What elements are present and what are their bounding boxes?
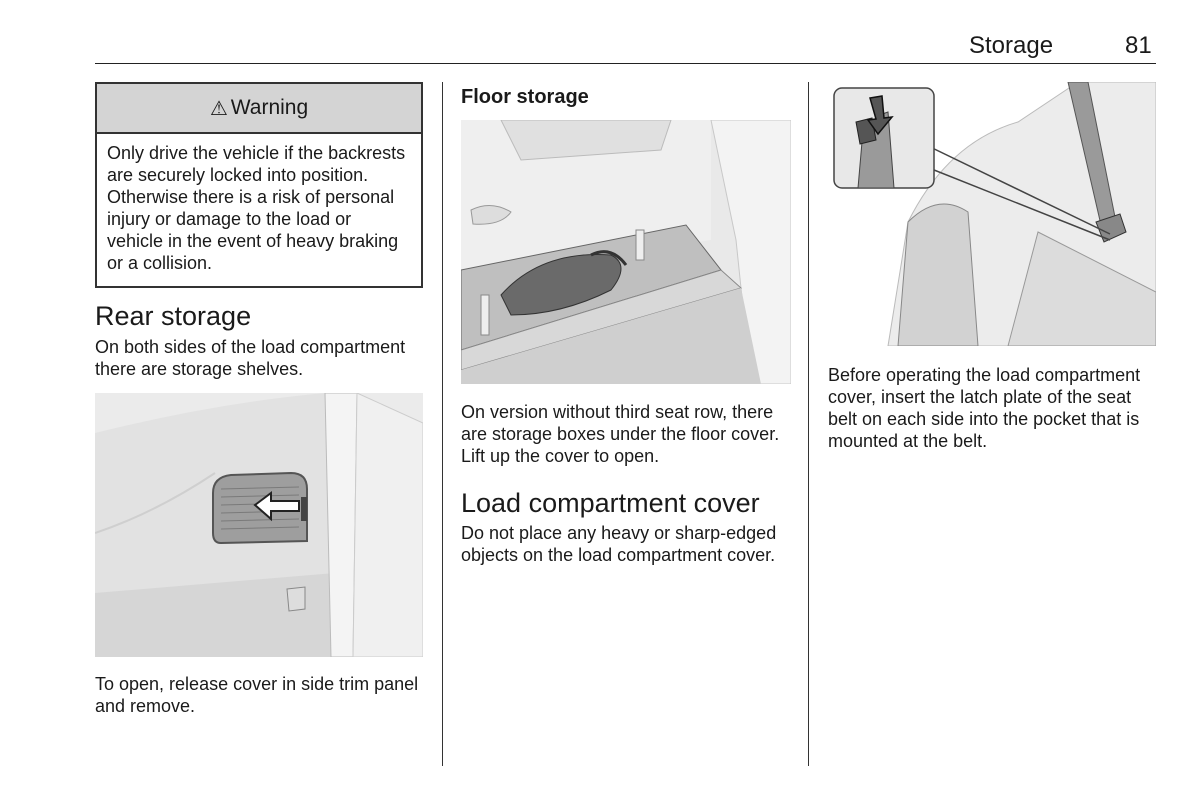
- rear-storage-intro: On both sides of the load compartment th…: [95, 337, 406, 379]
- floor-storage-text: On version without third seat row, there…: [461, 402, 780, 466]
- load-cover-text: Do not place any heavy or sharp-edged ob…: [461, 523, 777, 565]
- column-divider: [442, 82, 443, 766]
- warning-triangle-icon: ⚠: [209, 97, 228, 120]
- load-cover-illustration: [828, 82, 1156, 346]
- column-right: Before operating the load compartment co…: [828, 82, 1156, 452]
- page-number: 81: [1125, 32, 1152, 59]
- warning-header: ⚠ Warning: [97, 84, 421, 134]
- column-left: ⚠ Warning Only drive the vehicle if the …: [95, 82, 423, 717]
- floor-storage-heading: Floor storage: [461, 86, 589, 108]
- floor-storage-illustration: [461, 120, 791, 384]
- column-middle: Floor storage On version without third s…: [461, 82, 791, 566]
- arrow-left-icon: [253, 491, 300, 522]
- header-section-title: Storage: [969, 32, 1054, 59]
- header-rule: [95, 63, 1156, 64]
- rear-storage-heading: Rear storage: [95, 301, 252, 331]
- warning-text: Only drive the vehicle if the backrests …: [107, 143, 406, 273]
- load-cover-caption: Before operating the load compartment co…: [828, 365, 1141, 451]
- warning-title: Warning: [230, 96, 309, 119]
- load-cover-heading: Load compartment cover: [461, 488, 760, 518]
- arrow-down-icon: [866, 95, 894, 136]
- rear-storage-caption: To open, release cover in side trim pane…: [95, 674, 419, 716]
- warning-box: ⚠ Warning Only drive the vehicle if the …: [95, 82, 423, 288]
- rear-storage-illustration: [95, 393, 423, 657]
- column-divider: [808, 82, 809, 766]
